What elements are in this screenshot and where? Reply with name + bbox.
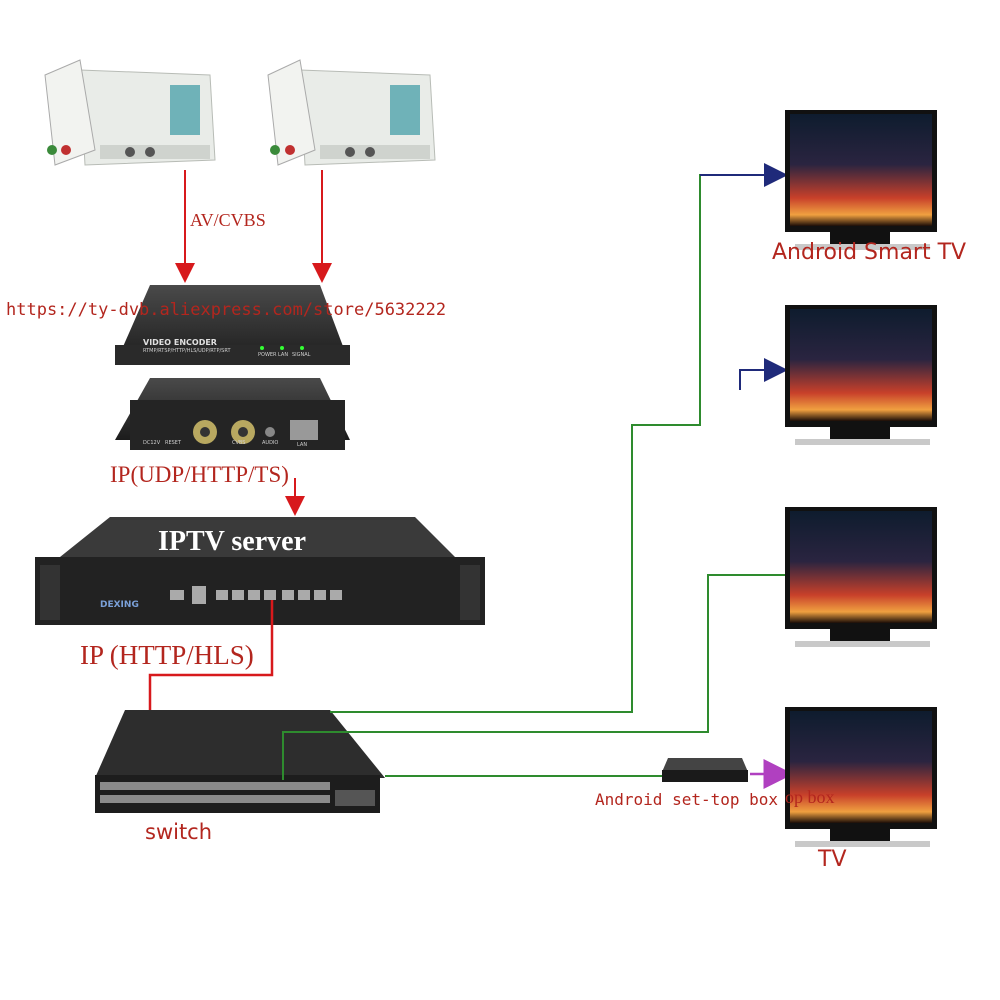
- remote-control-icon: [44, 59, 96, 166]
- iptv-server-icon: [35, 517, 485, 625]
- network-switch-icon: [95, 710, 385, 813]
- tv-monitor-icon: [785, 707, 937, 847]
- remote-control-icon: [267, 59, 316, 166]
- encoder-led-lan: LAN: [278, 352, 289, 358]
- encoder-port-cvbs: CVBS: [232, 440, 246, 446]
- av-cvbs-label: AV/CVBS: [190, 210, 266, 230]
- satellite-receiver-icon: [79, 69, 216, 166]
- tv-monitor-icon: [785, 507, 937, 647]
- ip-udp-label: IP(UDP/HTTP/TS): [110, 462, 289, 487]
- encoder-port-audio: AUDIO: [262, 440, 279, 446]
- video-encoder-back: [115, 378, 350, 450]
- switch-label: switch: [145, 820, 213, 844]
- set-top-box-icon: [662, 758, 748, 782]
- encoder-title: VIDEO ENCODER: [143, 338, 217, 347]
- tv-monitor-icon: [785, 110, 937, 250]
- encoder-led-signal: SIGNAL: [292, 352, 311, 358]
- encoder-led-power: POWER: [258, 352, 277, 358]
- iptv-server-label: IPTV server: [158, 526, 306, 557]
- encoder-protocols: RTMP/RTSP/HTTP/HLS/UDP/RTP/SRT: [143, 348, 231, 354]
- satellite-receiver-icon: [299, 69, 436, 166]
- ip-http-label: IP (HTTP/HLS): [80, 640, 254, 670]
- link-tv-2: [739, 358, 788, 390]
- encoder-port-dc: DC12V: [143, 440, 161, 446]
- video-encoder-top: [115, 285, 350, 365]
- tv-label: TV: [818, 847, 847, 872]
- android-stb-label: Android set-top box: [595, 790, 779, 809]
- server-brand: DEXING: [100, 600, 139, 610]
- encoder-port-lan: LAN: [297, 442, 308, 448]
- link-tv-3: [282, 574, 786, 780]
- android-smart-tv-label: Android Smart TV: [772, 240, 967, 265]
- stb-overlap-label: op box: [785, 787, 835, 807]
- tv-monitor-icon: [785, 305, 937, 445]
- store-url-label: https://ty-dvb.aliexpress.com/store/5632…: [6, 300, 447, 320]
- encoder-port-reset: RESET: [165, 440, 182, 446]
- link-android-tv: [330, 174, 780, 713]
